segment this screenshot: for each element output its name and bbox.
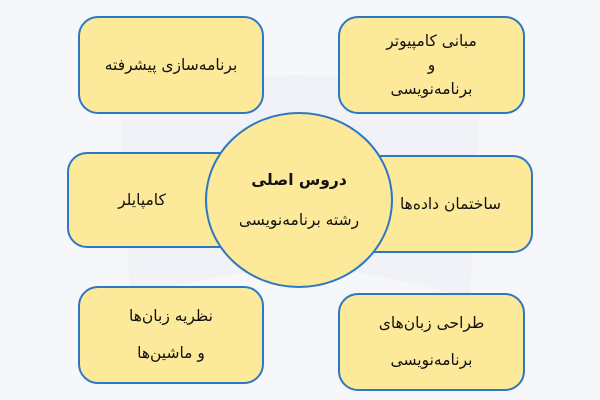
node-label: مبانی کامپیوتر (386, 31, 477, 50)
node-label: کامپایلر (118, 190, 166, 209)
center-node-core-courses: دروس اصلی رشته برنامه‌نویسی (205, 112, 393, 288)
node-automata-theory: نظریه زبان‌ها و ماشین‌ها (78, 286, 264, 384)
node-label: و (427, 55, 436, 74)
node-label: برنامه‌نویسی (390, 80, 473, 98)
node-label: برنامه‌نویسی (390, 351, 473, 369)
node-computer-fundamentals: مبانی کامپیوتر و برنامه‌نویسی (338, 16, 525, 114)
node-advanced-programming: برنامه‌سازی پیشرفته (78, 16, 264, 114)
node-label: نظریه زبان‌ها (129, 306, 213, 325)
center-title: دروس اصلی (251, 171, 347, 189)
node-label: برنامه‌سازی پیشرفته (104, 55, 238, 74)
node-label: و ماشین‌ها (137, 344, 205, 362)
node-label: ساختمان داده‌ها (399, 194, 502, 213)
center-subtitle: رشته برنامه‌نویسی (238, 211, 360, 229)
node-programming-language-design: طراحی زبان‌های برنامه‌نویسی (338, 293, 525, 391)
node-label: طراحی زبان‌های (378, 313, 485, 332)
